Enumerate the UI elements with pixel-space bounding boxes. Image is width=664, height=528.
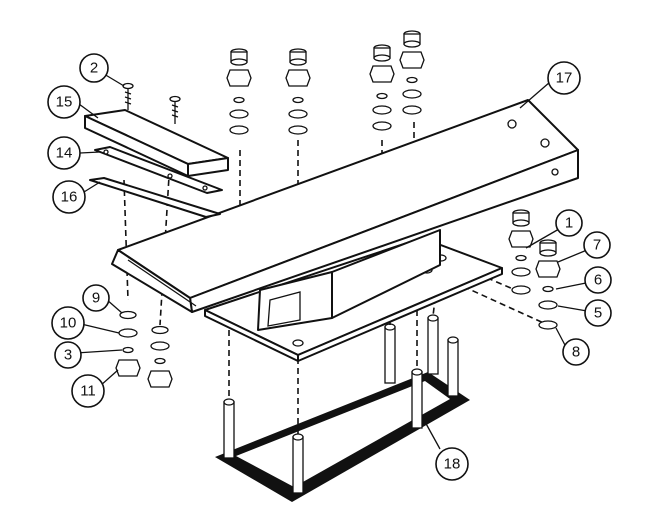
callout-label: 11 bbox=[80, 383, 96, 400]
callout-2: 2 bbox=[79, 53, 109, 83]
callout-label: 16 bbox=[61, 189, 78, 206]
callout-label: 8 bbox=[572, 344, 580, 361]
callout-7: 7 bbox=[583, 231, 611, 259]
stand bbox=[257, 229, 441, 331]
callout-9: 9 bbox=[82, 284, 110, 312]
callout-label: 17 bbox=[556, 70, 573, 87]
callout-label: 5 bbox=[594, 305, 602, 322]
callout-label: 18 bbox=[444, 456, 461, 473]
callout-16: 16 bbox=[52, 180, 86, 214]
anchor-bolts bbox=[223, 314, 459, 494]
callouts: 2 15 14 16 17 1 7 6 5 8 9 10 3 11 18 bbox=[47, 53, 612, 481]
leader-lines bbox=[75, 73, 588, 450]
callout-6: 6 bbox=[584, 266, 612, 294]
callout-label: 15 bbox=[56, 94, 73, 111]
callout-15: 15 bbox=[47, 85, 81, 119]
callout-3: 3 bbox=[54, 341, 82, 369]
callout-label: 2 bbox=[90, 60, 98, 77]
callout-10: 10 bbox=[51, 306, 85, 340]
callout-11: 11 bbox=[71, 374, 105, 408]
callout-label: 14 bbox=[56, 145, 73, 162]
callout-label: 6 bbox=[594, 272, 602, 289]
base-frame bbox=[215, 372, 470, 502]
callout-14: 14 bbox=[47, 136, 81, 170]
callout-label: 1 bbox=[565, 215, 573, 232]
callout-8: 8 bbox=[562, 338, 590, 366]
callout-label: 10 bbox=[60, 315, 77, 332]
callout-1: 1 bbox=[555, 209, 583, 237]
callout-label: 3 bbox=[64, 347, 72, 364]
flat-shim bbox=[89, 177, 221, 218]
flat-bar bbox=[94, 146, 223, 194]
screws bbox=[122, 82, 181, 124]
callout-18: 18 bbox=[435, 447, 469, 481]
hardware-stacks bbox=[115, 30, 561, 388]
wood-strip bbox=[84, 109, 229, 177]
callout-label: 9 bbox=[92, 290, 100, 307]
main-beam bbox=[111, 99, 579, 313]
callout-label: 7 bbox=[593, 237, 601, 254]
callout-17: 17 bbox=[547, 61, 581, 95]
callout-5: 5 bbox=[584, 299, 612, 327]
